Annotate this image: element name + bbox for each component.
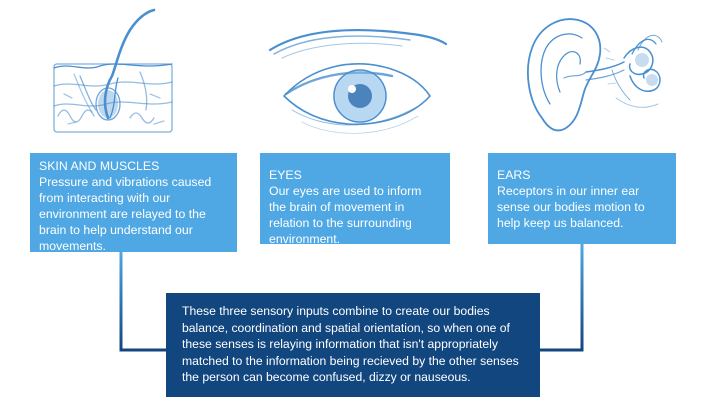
summary-text: These three sensory inputs combine to cr…	[182, 304, 519, 385]
ears-connector	[540, 244, 584, 352]
ears-heading: EARS	[497, 168, 531, 182]
skin-and-muscles-card: SKIN AND MUSCLES Pressure and vibrations…	[30, 153, 237, 253]
skin-heading: SKIN AND MUSCLES	[39, 159, 160, 173]
eyes-card: EYES Our eyes are used to inform the bra…	[260, 153, 450, 246]
eyes-body: Our eyes are used to inform the brain of…	[269, 184, 422, 246]
summary-box: These three sensory inputs combine to cr…	[166, 293, 540, 397]
ear-icon	[527, 18, 663, 132]
skin-body: Pressure and vibrations caused from inte…	[39, 175, 212, 253]
ears-body: Receptors in our inner ear sense our bod…	[497, 184, 645, 230]
eyes-heading: EYES	[269, 168, 302, 182]
ears-card: EARS Receptors in our inner ear sense ou…	[488, 153, 676, 244]
eye-icon	[268, 29, 448, 134]
skin-hair-icon	[53, 8, 173, 133]
skin-connector	[119, 252, 166, 352]
